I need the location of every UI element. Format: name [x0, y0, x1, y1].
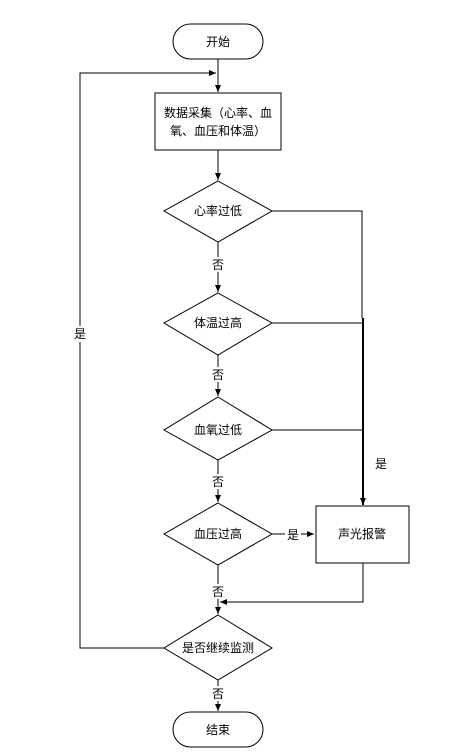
- arrow-alarm-return: [220, 563, 364, 605]
- d4-label: 血压过高: [194, 526, 242, 541]
- d2-label: 体温过高: [194, 315, 242, 330]
- decision-temperature-high: 体温过高: [162, 292, 274, 356]
- connectors: [79, 59, 366, 711]
- decision-blood-pressure-high: 血压过高: [162, 502, 274, 566]
- decision-heart-rate-low: 心率过低: [162, 180, 274, 243]
- alarm-process: 声光报警: [315, 505, 410, 564]
- no-label-d3: 否: [212, 475, 224, 489]
- d5-label: 是否继续监测: [182, 641, 254, 655]
- alarm-label: 声光报警: [338, 526, 386, 541]
- decision-continue-monitoring: 是否继续监测: [163, 614, 273, 681]
- yes-label-loop: 是: [74, 327, 86, 341]
- collect-label-line1: 数据采集（心率、血: [164, 105, 272, 120]
- start-terminal: 开始: [172, 23, 264, 60]
- no-label-d2: 否: [212, 368, 224, 382]
- no-label-d4: 否: [212, 585, 224, 599]
- yes-label-d4: 是: [287, 528, 299, 542]
- line-d1-yes: [272, 210, 363, 318]
- end-label: 结束: [206, 723, 230, 737]
- decision-blood-oxygen-low: 血氧过低: [163, 396, 273, 461]
- collect-label-line2: 氧、血压和体温）: [170, 124, 266, 138]
- end-terminal: 结束: [172, 711, 264, 748]
- arrow-loop-back: [79, 70, 216, 649]
- data-collection-process: 数据采集（心率、血 氧、血压和体温）: [154, 92, 282, 151]
- d3-label: 血氧过低: [194, 423, 242, 437]
- no-label-d5: 否: [212, 687, 224, 701]
- d1-label: 心率过低: [194, 203, 242, 218]
- no-label-d1: 否: [212, 258, 224, 272]
- start-label: 开始: [206, 35, 230, 49]
- yes-label-right: 是: [375, 457, 387, 471]
- branch-labels: 否 否 否 否 否 是 是 是: [71, 257, 387, 701]
